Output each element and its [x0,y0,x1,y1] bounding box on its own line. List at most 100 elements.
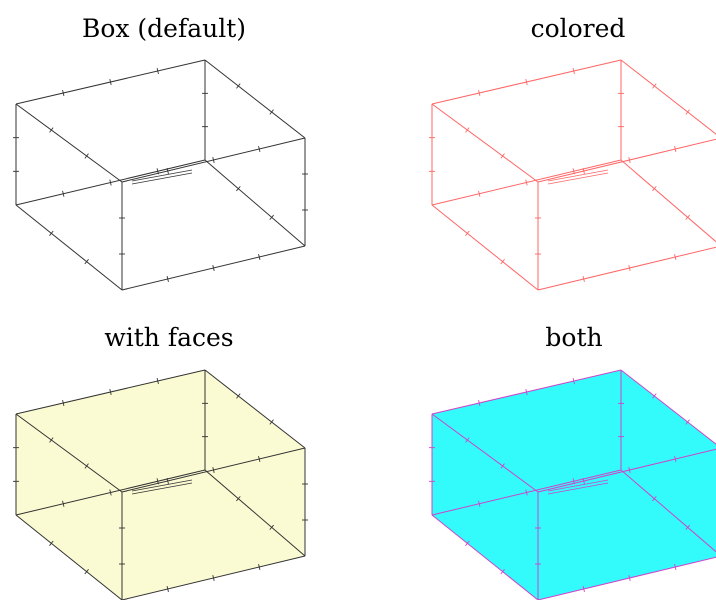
tick-mark [236,83,241,89]
tick-mark [212,264,215,272]
tick-mark [236,186,241,192]
bottom-face [16,470,305,600]
tick-mark [465,230,470,236]
tick-mark [258,253,261,261]
top-back-right-edge [620,59,716,135]
tick-mark [236,496,241,502]
tick-mark [62,89,65,97]
tick-mark [465,540,470,546]
tick-mark [212,156,215,164]
tick-mark [84,259,89,265]
tick-mark [166,477,169,485]
tick-mark [685,109,690,115]
tick-mark [674,455,677,463]
tick-mark [269,214,274,220]
tick-mark [166,585,169,593]
bottom-back-right-edge [620,159,716,243]
top-back-right-edge [620,369,716,445]
panel-title-box-default: Box (default) [81,14,247,43]
tick-mark [674,563,677,571]
tick-mark [628,466,631,474]
inner-tick-line [547,479,609,492]
tick-mark [500,259,505,265]
tick-mark [269,419,274,425]
tick-mark [478,190,481,197]
tick-mark [525,489,528,496]
tick-mark [236,393,241,399]
bottom-front-left-edge [15,514,123,600]
top-back-right-edge [204,369,306,449]
bottom-face [432,470,716,600]
bottom-back-right-edge [204,469,306,557]
tick-mark [628,264,631,272]
inner-tick-line [131,172,193,185]
tick-mark [652,186,657,192]
tick-mark [478,399,481,407]
bottom-front-left-edge [431,204,539,291]
bottom-back-right-edge [620,469,716,553]
tick-mark [652,83,657,89]
bottom-front-left-edge [431,514,539,600]
top-front-left-edge [15,413,123,493]
top-front-left-edge [431,103,539,183]
tick-mark [109,489,112,496]
tick-mark [62,399,65,407]
tick-mark [685,214,690,220]
inner-tick-line [131,482,193,495]
tick-mark [525,179,528,186]
tick-mark [109,388,112,396]
panel-title-both: both [545,323,603,352]
bottom-front-left-edge [15,204,123,291]
panel-title-with-faces: with faces [104,323,234,352]
tick-mark [685,524,690,530]
tick-mark [49,437,54,443]
top-front-left-edge [15,103,123,183]
top-front-left-edge [431,413,539,493]
inner-tick-line [131,479,193,492]
tick-mark [49,127,54,133]
box-with-faces-plot [13,369,308,600]
tick-mark [572,168,575,175]
tick-mark [652,496,657,502]
top-front-right-edge [537,138,716,183]
tick-mark [62,500,65,507]
tick-mark [62,190,65,197]
tick-mark [582,585,585,593]
inner-tick-line [547,172,609,185]
tick-mark [582,167,585,175]
tick-mark [572,67,575,75]
tick-mark [166,167,169,175]
tick-mark [628,574,631,582]
tick-mark [156,478,159,485]
bottom-front-right-edge [537,246,716,291]
box-default-plot [13,59,308,291]
tick-mark [269,524,274,530]
tick-mark [628,156,631,164]
tick-mark [525,388,528,396]
box-colored-plot [429,59,716,291]
tick-mark [685,419,690,425]
tick-mark [258,455,261,463]
tick-mark [49,230,54,236]
inner-tick-line [547,169,609,182]
top-face [432,370,716,492]
top-back-right-edge [204,59,306,139]
tick-mark [674,145,677,153]
inner-tick-line [131,169,193,182]
top-face [16,370,305,492]
tick-mark [166,275,169,283]
tick-mark [109,78,112,86]
tick-mark [500,569,505,575]
tick-mark [156,67,159,75]
inner-tick-line [547,482,609,495]
tick-mark [84,153,89,159]
tick-mark [572,377,575,385]
tick-mark [258,145,261,153]
tick-mark [156,168,159,175]
tick-mark [49,540,54,546]
tick-mark [478,89,481,97]
tick-mark [465,127,470,133]
tick-mark [582,477,585,485]
tick-mark [465,437,470,443]
tick-mark [84,569,89,575]
